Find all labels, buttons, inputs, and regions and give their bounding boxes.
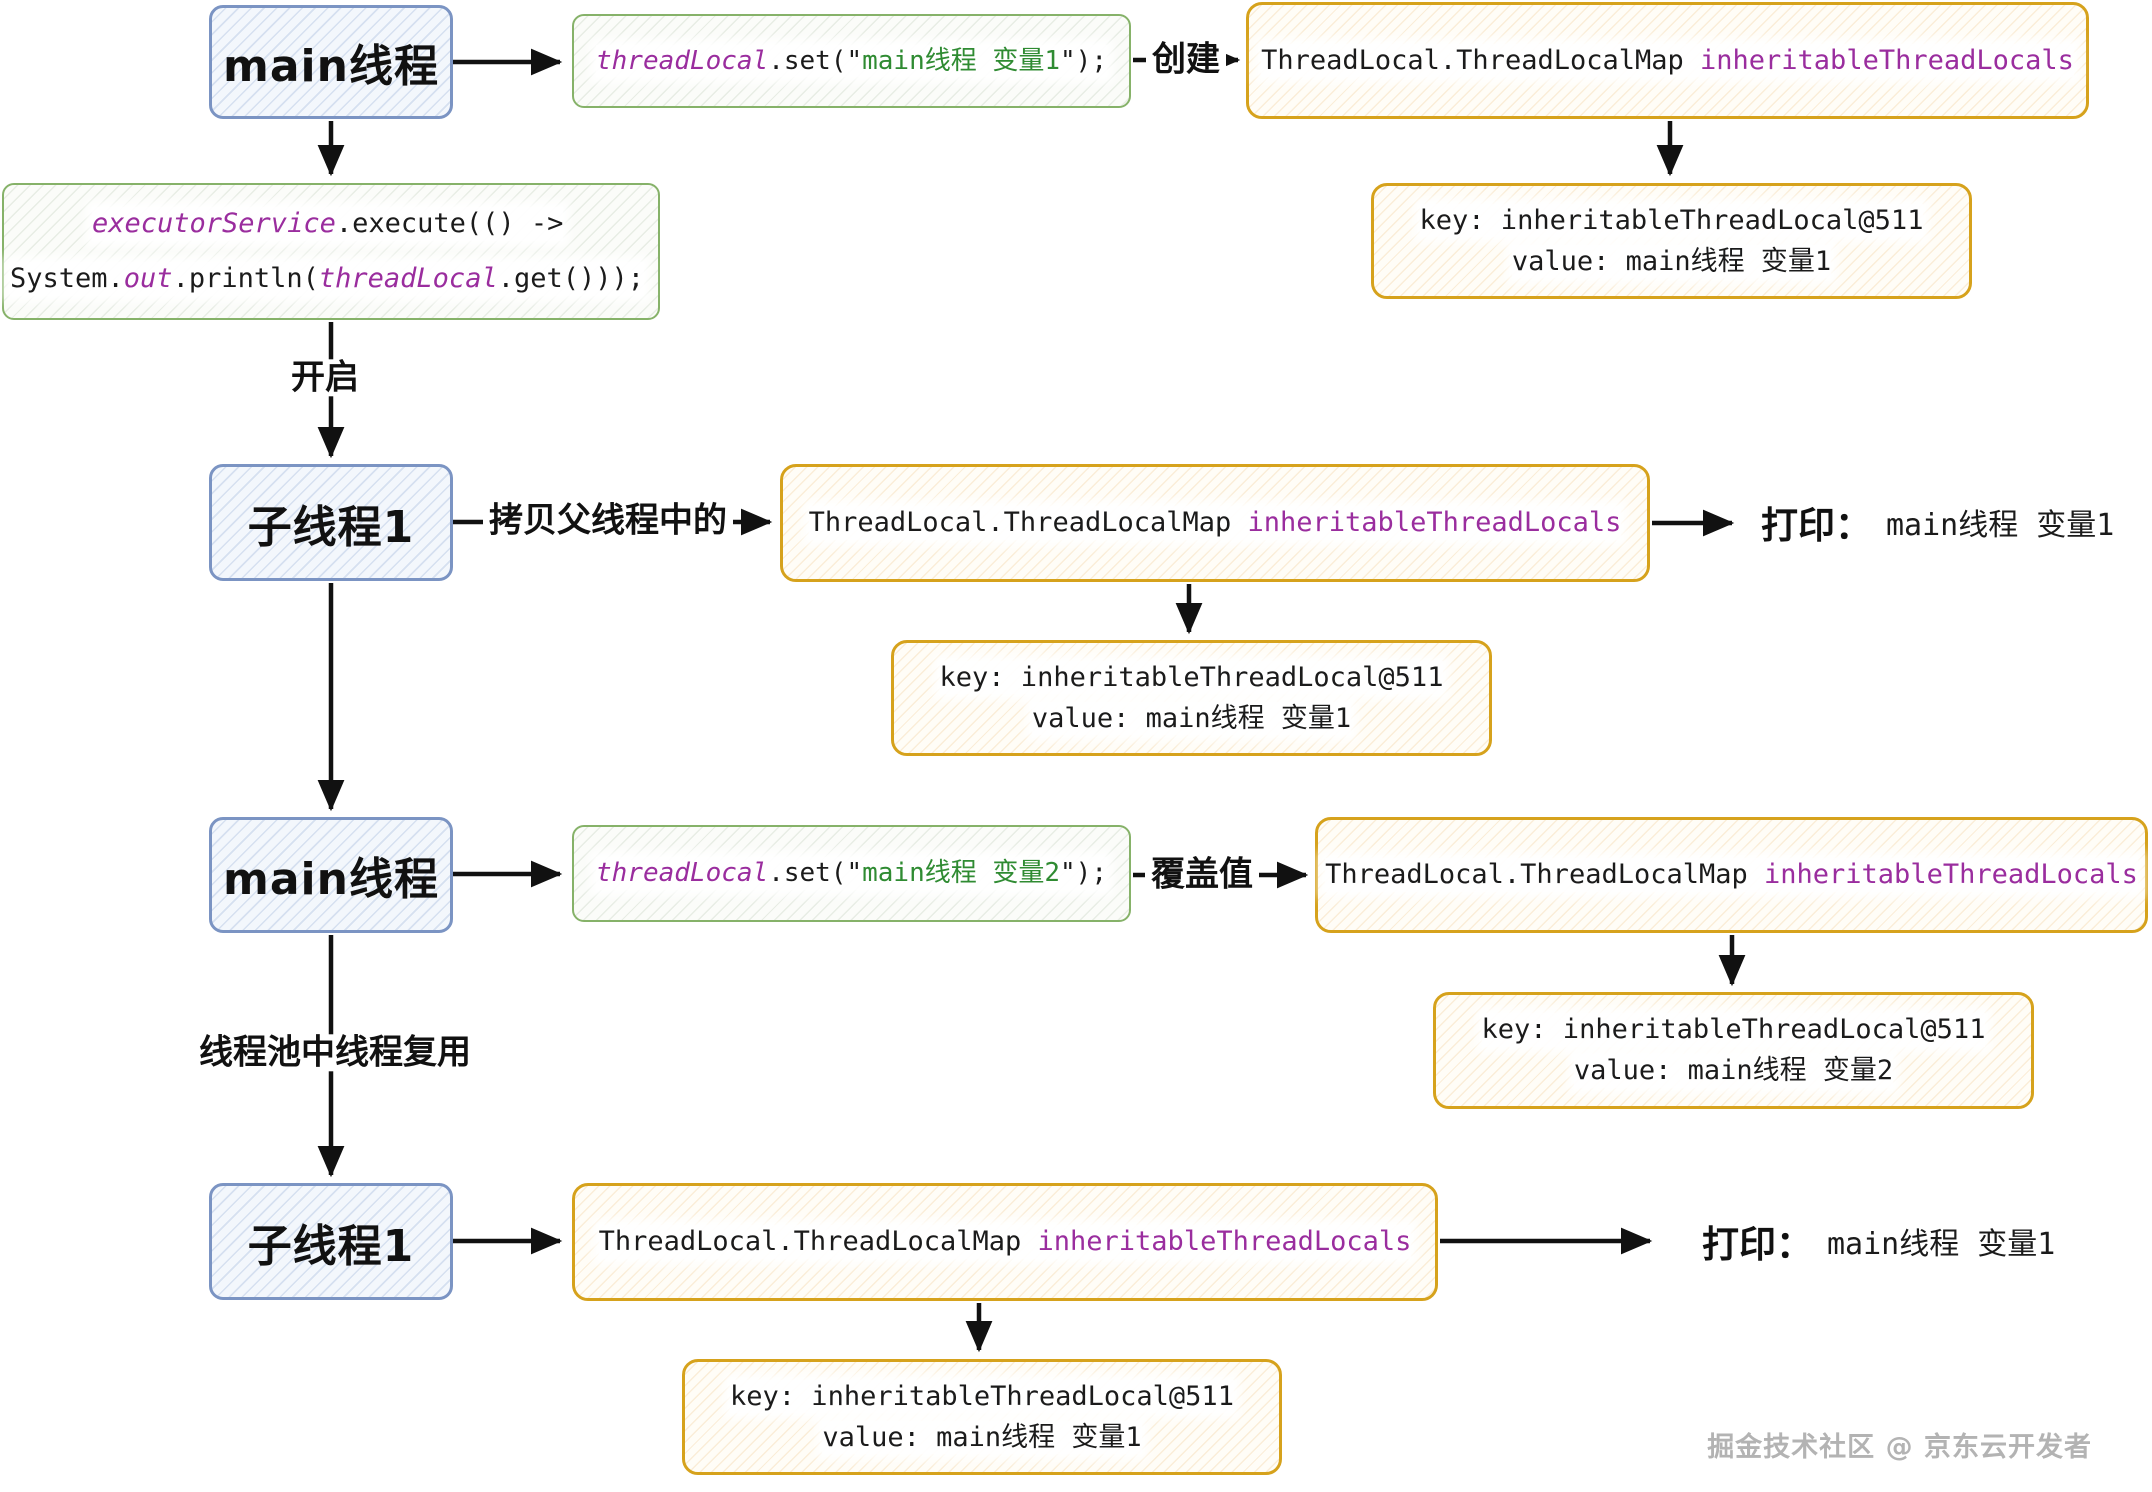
map-fieldname: inheritableThreadLocals	[1247, 507, 1622, 539]
edge-label-override: 覆盖值	[1145, 855, 1259, 894]
code-token-executorservice: executorService	[92, 208, 336, 240]
map-fieldname: inheritableThreadLocals	[1764, 859, 2138, 891]
map-box-3: ThreadLocal.ThreadLocalMap inheritableTh…	[1315, 817, 2148, 933]
node-main-thread-1: main线程	[209, 5, 453, 119]
map-box-4-line: ThreadLocal.ThreadLocalMap inheritableTh…	[598, 1225, 1412, 1259]
node-main-thread-2: main线程	[209, 817, 453, 933]
node-child-thread-2: 子线程1	[209, 1183, 453, 1300]
map-classname: ThreadLocal.ThreadLocalMap	[808, 507, 1232, 539]
code-token-out: out	[123, 262, 173, 294]
map-box-1-line: ThreadLocal.ThreadLocalMap inheritableTh…	[1261, 43, 2074, 78]
kv-box-3: key: inheritableThreadLocal@511 value: m…	[1433, 992, 2034, 1109]
watermark: 掘金技术社区 @ 京东云开发者	[1707, 1432, 2092, 1463]
code-executor-line2: System.out.println(threadLocal.get()));	[10, 261, 645, 296]
code-box-set-var1: threadLocal.set("main线程 变量1");	[572, 14, 1131, 108]
node-child-thread-2-label: 子线程1	[247, 1220, 415, 1272]
code-token-threadlocal: threadLocal	[596, 858, 769, 889]
map-box-3-line: ThreadLocal.ThreadLocalMap inheritableTh…	[1325, 858, 2138, 892]
node-child-thread-1: 子线程1	[209, 464, 453, 581]
kv-box-2-value: value: main线程 变量1	[1031, 701, 1352, 736]
map-classname: ThreadLocal.ThreadLocalMap	[598, 1226, 1022, 1258]
code-token-set-open: .set("	[768, 45, 863, 76]
code-token-set-open: .set("	[768, 858, 863, 889]
code-set-var1-line: threadLocal.set("main线程 变量1");	[596, 44, 1107, 78]
code-token-string: main线程 变量1	[862, 45, 1061, 76]
code-token-get: .get()));	[497, 262, 645, 294]
map-classname: ThreadLocal.ThreadLocalMap	[1261, 44, 1684, 76]
code-token-println: .println(	[172, 262, 319, 294]
code-token-execute: .execute(() ->	[335, 208, 564, 240]
code-executor-line1: executorService.execute(() ->	[92, 207, 564, 242]
map-box-2: ThreadLocal.ThreadLocalMap inheritableTh…	[780, 464, 1650, 582]
map-box-4: ThreadLocal.ThreadLocalMap inheritableTh…	[572, 1183, 1438, 1301]
kv-box-1-value: value: main线程 变量1	[1511, 244, 1832, 279]
print-result-row4: 打印： main线程 变量1	[1702, 1214, 2055, 1268]
code-token-string: main线程 变量2	[862, 858, 1061, 889]
kv-box-1-key: key: inheritableThreadLocal@511	[1419, 203, 1924, 238]
edge-label-copy-parent: 拷贝父线程中的	[483, 501, 733, 540]
code-token-close: ");	[1060, 45, 1107, 76]
kv-box-3-value: value: main线程 变量2	[1573, 1054, 1894, 1089]
code-set-var2-line: threadLocal.set("main线程 变量2");	[596, 857, 1107, 890]
kv-box-3-key: key: inheritableThreadLocal@511	[1481, 1012, 1986, 1047]
map-fieldname: inheritableThreadLocals	[1700, 44, 2074, 76]
print-result-row2: 打印： main线程 变量1	[1761, 495, 2114, 549]
kv-box-2: key: inheritableThreadLocal@511 value: m…	[891, 640, 1492, 756]
kv-box-4: key: inheritableThreadLocal@511 value: m…	[682, 1359, 1282, 1475]
map-fieldname: inheritableThreadLocals	[1037, 1226, 1412, 1258]
code-box-set-var2: threadLocal.set("main线程 变量2");	[572, 825, 1131, 922]
code-box-executor: executorService.execute(() -> System.out…	[2, 183, 660, 320]
print-label: 打印：	[1761, 504, 1872, 547]
code-token-system: System.	[10, 262, 124, 294]
print-value: main线程 变量1	[1886, 508, 2115, 543]
map-classname: ThreadLocal.ThreadLocalMap	[1325, 859, 1748, 891]
node-child-thread-1-label: 子线程1	[247, 501, 415, 553]
code-token-close: ");	[1060, 858, 1107, 889]
edge-label-create: 创建	[1146, 40, 1226, 79]
print-label: 打印：	[1702, 1223, 1813, 1266]
kv-box-2-key: key: inheritableThreadLocal@511	[939, 660, 1444, 695]
edge-label-reuse: 线程池中线程复用	[193, 1033, 477, 1072]
kv-box-4-value: value: main线程 变量1	[822, 1420, 1142, 1455]
code-token-threadlocal: threadLocal	[596, 45, 769, 76]
map-box-1: ThreadLocal.ThreadLocalMap inheritableTh…	[1246, 2, 2089, 119]
kv-box-1: key: inheritableThreadLocal@511 value: m…	[1371, 183, 1972, 299]
print-value: main线程 变量1	[1827, 1227, 2056, 1262]
map-box-2-line: ThreadLocal.ThreadLocalMap inheritableTh…	[808, 506, 1622, 540]
edge-label-start: 开启	[285, 358, 365, 397]
kv-box-4-key: key: inheritableThreadLocal@511	[730, 1379, 1234, 1414]
node-main-thread-2-label: main线程	[223, 854, 439, 905]
code-token-threadlocal2: threadLocal	[318, 262, 498, 294]
node-main-thread-1-label: main线程	[223, 41, 439, 92]
